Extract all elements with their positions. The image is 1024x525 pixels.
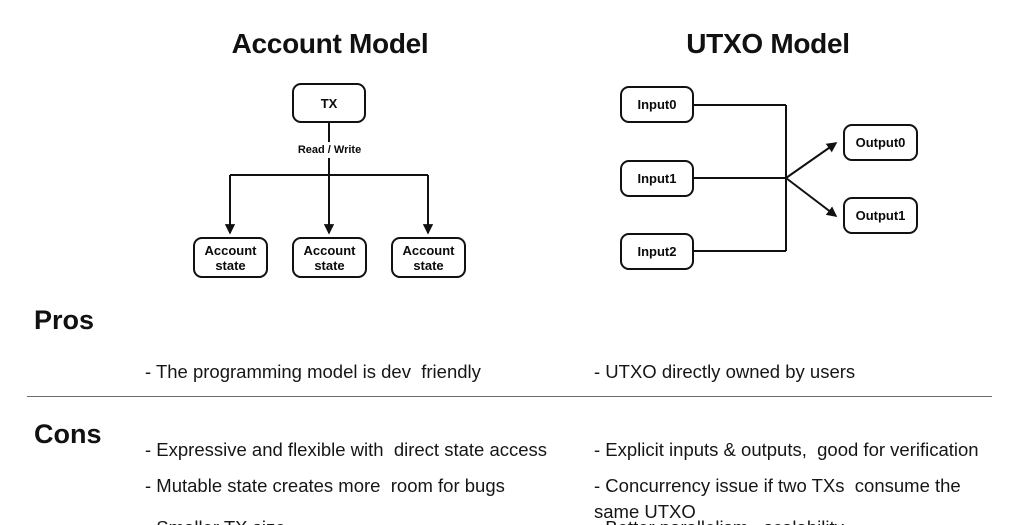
node-input-2: Input2 (620, 233, 694, 270)
node-output-0: Output0 (843, 124, 918, 161)
list-item: - Expressive and flexible with direct st… (145, 439, 548, 460)
node-input-0: Input0 (620, 86, 694, 123)
cons-account-list: - Mutable state creates more room for bu… (145, 421, 585, 525)
node-account-state-1: Account state (292, 237, 367, 278)
node-output-1: Output1 (843, 197, 918, 234)
edge-label-read-write: Read / Write (282, 142, 377, 158)
list-item: - Better parallelism, scalability (594, 515, 1014, 525)
node-account-state-0: Account state (193, 237, 268, 278)
node-input-1: Input1 (620, 160, 694, 197)
list-item: - Mutable state creates more room for bu… (145, 475, 505, 496)
pros-heading: Pros (34, 305, 95, 335)
utxo-model-title: UTXO Model (686, 28, 850, 59)
pros-account-list: - The programming model is dev friendly … (145, 307, 585, 525)
list-item: - UTXO directly owned by users (594, 361, 856, 382)
list-item: - The programming model is dev friendly (145, 361, 481, 382)
pros-utxo-list: - UTXO directly owned by users - Explici… (594, 307, 1014, 525)
cons-utxo-list: - Concurrency issue if two TXs consume t… (594, 421, 994, 525)
list-item: - Explicit inputs & outputs, good for ve… (594, 439, 979, 460)
node-tx: TX (292, 83, 366, 123)
list-item: - Smaller TX size (145, 515, 585, 525)
node-account-state-2: Account state (391, 237, 466, 278)
section-divider (27, 396, 992, 397)
cons-heading: Cons (34, 419, 102, 449)
list-item: - Concurrency issue if two TXs consume t… (594, 475, 966, 522)
account-model-title: Account Model (231, 28, 429, 59)
